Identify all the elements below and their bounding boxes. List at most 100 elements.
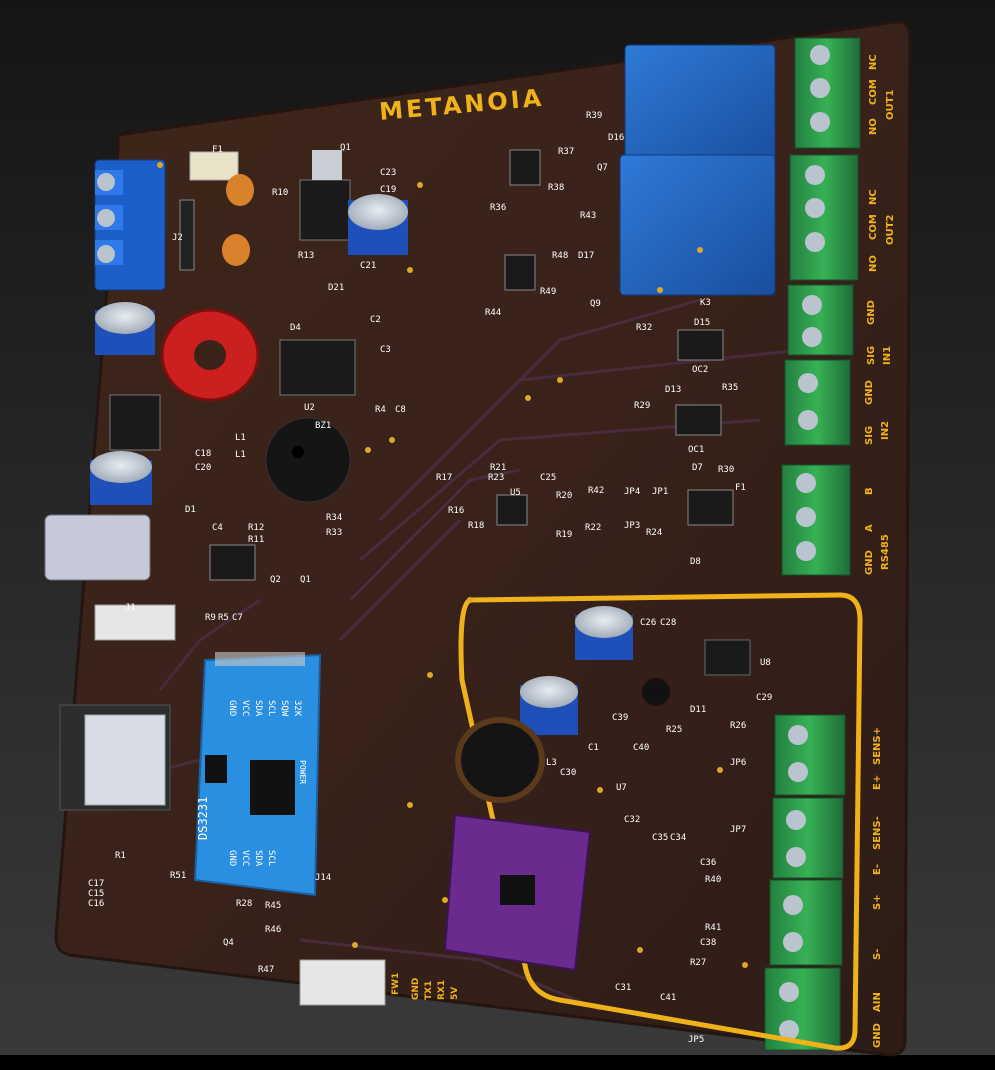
relay-k3	[619, 154, 776, 296]
svg-text:C16: C16	[88, 899, 104, 909]
svg-text:R49: R49	[540, 287, 556, 297]
analog-keepout-outline	[458, 592, 863, 1051]
rtc-title: DS3231	[196, 797, 210, 840]
svg-text:Q1: Q1	[340, 143, 351, 153]
svg-text:R28: R28	[236, 899, 252, 909]
svg-text:JP1: JP1	[652, 487, 668, 497]
rtc-pin-gnd-b: GND	[227, 850, 237, 866]
svg-text:R27: R27	[690, 958, 706, 968]
rtc-pin-scl-b: SCL	[266, 850, 276, 866]
transistor-d11	[642, 678, 670, 706]
label-out2-com: COM	[868, 214, 879, 240]
svg-text:R43: R43	[580, 211, 596, 221]
label-e-minus: E-	[872, 864, 883, 875]
svg-text:R48: R48	[552, 251, 568, 261]
svg-text:R38: R38	[548, 183, 564, 193]
svg-text:L1: L1	[235, 433, 246, 443]
svg-text:D8: D8	[690, 557, 701, 567]
svg-text:R29: R29	[634, 401, 650, 411]
label-in2-gnd: GND	[864, 380, 875, 405]
vias	[157, 162, 748, 968]
power-input-terminal	[94, 159, 166, 291]
svg-text:R42: R42	[588, 486, 604, 496]
rtc-power-label: POWER	[298, 760, 307, 784]
component-designators: R39 D16 R37 Q7 R36 R38 R43 R48 D17 Q9 R4…	[88, 111, 772, 1045]
label-out2: OUT2	[885, 215, 896, 245]
svg-text:R5: R5	[218, 613, 229, 623]
svg-text:R35: R35	[722, 383, 738, 393]
svg-text:C15: C15	[88, 889, 104, 899]
label-uart-gnd: GND	[411, 978, 421, 1000]
electrolytic-cap-c26	[575, 606, 633, 660]
ceramic-cap-1	[226, 174, 254, 206]
electrolytic-cap-left-1	[95, 302, 155, 355]
svg-text:C19: C19	[380, 185, 396, 195]
rtc-pin-sda-b: SDA	[253, 850, 263, 867]
svg-text:R33: R33	[326, 528, 342, 538]
label-rs485-gnd: GND	[864, 550, 875, 575]
label-uart-5v: 5V	[450, 987, 460, 1000]
label-out1-no: NO	[868, 118, 879, 135]
svg-text:R13: R13	[298, 251, 314, 261]
svg-text:JP7: JP7	[730, 825, 746, 835]
svg-text:C29: C29	[756, 693, 772, 703]
buzzer-bz1	[265, 417, 351, 503]
label-ain: AIN	[872, 992, 883, 1012]
svg-text:Q9: Q9	[590, 299, 601, 309]
svg-text:OC1: OC1	[688, 445, 704, 455]
svg-text:R51: R51	[170, 871, 186, 881]
svg-text:R37: R37	[558, 147, 574, 157]
svg-text:R40: R40	[705, 875, 721, 885]
esp32-module	[59, 704, 171, 811]
svg-text:D1: D1	[185, 505, 196, 515]
svg-text:C39: C39	[612, 713, 628, 723]
label-in1-sig: SIG	[866, 346, 877, 365]
smd-components	[209, 149, 734, 581]
svg-text:J1: J1	[125, 603, 136, 613]
svg-text:R1: R1	[115, 851, 126, 861]
svg-text:C32: C32	[624, 815, 640, 825]
label-gnd-bottom: GND	[872, 1023, 883, 1048]
svg-text:C35: C35	[652, 833, 668, 843]
svg-text:R11: R11	[248, 535, 264, 545]
fuse-holder	[189, 151, 239, 181]
label-e-plus: E+	[872, 775, 883, 790]
svg-text:U5: U5	[510, 488, 521, 498]
svg-text:F1: F1	[212, 145, 223, 155]
rtc-pin-vcc: VCC	[240, 700, 250, 716]
svg-text:L1: L1	[235, 450, 246, 460]
rtc-pin-32k: 32K	[292, 700, 302, 717]
svg-text:C2: C2	[370, 315, 381, 325]
svg-text:C26: C26	[640, 618, 656, 628]
regulator-tab	[312, 150, 342, 180]
label-sens-plus: SENS+	[872, 727, 883, 765]
svg-text:C31: C31	[615, 983, 631, 993]
diode-d21	[179, 199, 195, 271]
svg-text:D4: D4	[290, 323, 301, 333]
svg-text:JP4: JP4	[624, 487, 640, 497]
svg-text:Q1: Q1	[300, 575, 311, 585]
svg-text:JP3: JP3	[624, 521, 640, 531]
label-in2-sig: SIG	[864, 426, 875, 445]
svg-text:D7: D7	[692, 463, 703, 473]
svg-text:R21: R21	[490, 463, 506, 473]
regulator-q1	[299, 179, 351, 241]
electrolytic-cap-c39	[520, 676, 578, 735]
svg-text:R12: R12	[248, 523, 264, 533]
toroid-core-hole	[194, 340, 226, 370]
header-fw1	[299, 959, 386, 1006]
svg-text:JP6: JP6	[730, 758, 746, 768]
label-in1-gnd: GND	[866, 300, 877, 325]
svg-text:U8: U8	[760, 658, 771, 668]
svg-text:R32: R32	[636, 323, 652, 333]
svg-text:R4: R4	[375, 405, 386, 415]
svg-text:C34: C34	[670, 833, 686, 843]
label-sens-minus: SENS-	[872, 816, 883, 850]
buzzer-hole	[292, 446, 304, 458]
svg-text:J2: J2	[172, 233, 183, 243]
svg-text:D13: D13	[665, 385, 681, 395]
svg-text:L3: L3	[546, 758, 557, 768]
svg-text:J14: J14	[315, 873, 331, 883]
